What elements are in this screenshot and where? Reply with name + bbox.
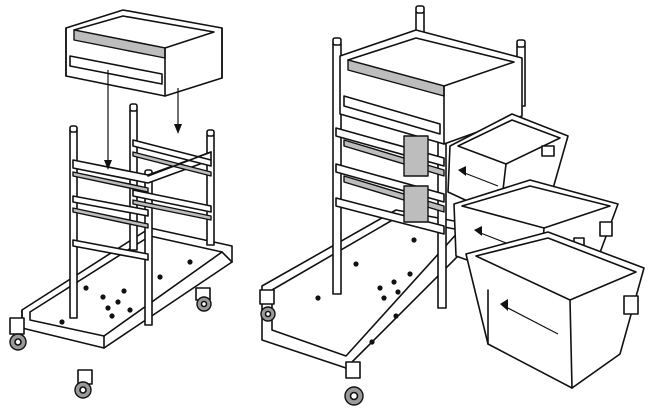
right-caster-back-left [259,289,276,322]
left-caster-front-left [9,317,27,351]
right-base-tray [261,209,471,369]
right-frame-rails [335,127,445,235]
left-caster-back-right [195,287,212,312]
right-bin-bottom [465,231,645,389]
right-top-tray [339,29,523,145]
left-insert-arrows [104,70,182,170]
left-caster-front-right [74,369,93,399]
left-frame-rails [72,139,212,261]
left-panel-trolley [9,9,233,399]
right-caster-front [344,361,364,406]
left-top-tray [65,9,223,97]
right-panel-trolley [259,5,645,406]
